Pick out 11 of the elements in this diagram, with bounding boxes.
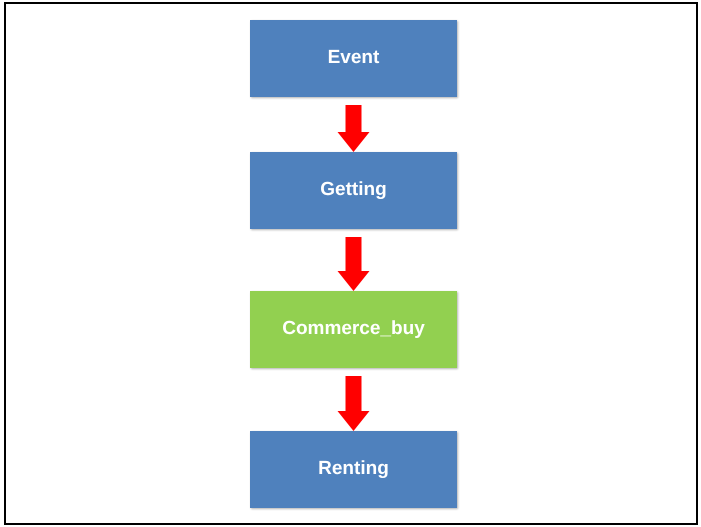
arrow (338, 105, 370, 152)
box-label: Renting (318, 457, 389, 482)
arrow (338, 376, 370, 431)
process-box (250, 291, 457, 368)
process-box (250, 152, 457, 229)
box-label: Event (328, 46, 380, 70)
box-label: Commerce_buy (282, 317, 425, 342)
arrow (338, 237, 370, 291)
box-label: Getting (320, 178, 387, 202)
process-box (250, 20, 457, 97)
process-box (250, 431, 457, 508)
